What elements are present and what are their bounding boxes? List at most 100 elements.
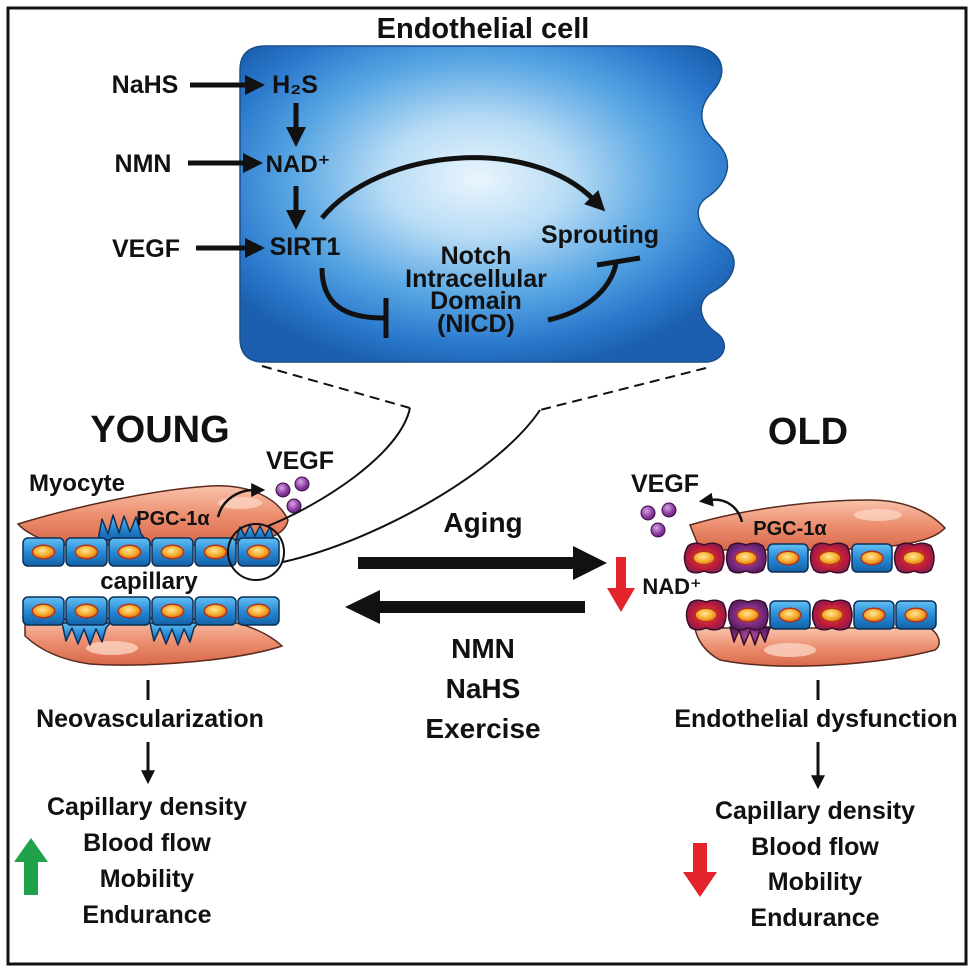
nucleus xyxy=(31,544,56,560)
myocyte-nucleus xyxy=(86,641,138,655)
vegf-molecule xyxy=(294,476,310,492)
old-vegf-label: VEGF xyxy=(631,470,699,498)
endothelial-cell xyxy=(65,537,108,567)
dysfunctional-endothelial-cell xyxy=(811,599,853,631)
dysfunctional-endothelial-cell xyxy=(685,599,727,631)
sirt1-label: SIRT1 xyxy=(270,233,341,261)
vascular-sprout xyxy=(235,524,275,541)
endothelial-cell xyxy=(237,537,280,567)
nucleus xyxy=(778,607,802,623)
myocyte-nucleus xyxy=(854,509,902,521)
endothelial-cell xyxy=(851,543,893,573)
endothelial-cell xyxy=(769,600,811,630)
endothelial-cell xyxy=(194,596,237,626)
nad-decrease-arrow-icon xyxy=(607,557,635,612)
nicd-line-2: Intracellular xyxy=(405,265,547,293)
reverse-label-nahs: NaHS xyxy=(446,673,521,704)
endothelial-cell xyxy=(853,600,895,630)
dysfunctional-endothelial-cell xyxy=(893,542,935,574)
old-outcome: Blood flow xyxy=(751,833,879,861)
old-pgc1a-label: PGC-1α xyxy=(753,518,827,540)
rejuvenation-arrow-icon xyxy=(345,590,585,624)
cell-title: Endothelial cell xyxy=(377,13,590,45)
sirt1-to-sprouting-arrow xyxy=(320,155,606,220)
capillary-top-row xyxy=(22,537,280,567)
young-outcome: Endurance xyxy=(82,901,211,929)
vascular-sprout xyxy=(61,622,111,646)
young-outcome: Capillary density xyxy=(47,793,247,821)
sirt1-inhibits-nicd-line xyxy=(319,267,385,321)
endothelial-cell xyxy=(895,600,937,630)
old-process-label: Endothelial dysfunction xyxy=(674,705,957,733)
nicd-line-4: (NICD) xyxy=(437,310,515,338)
young-outcomes: Neovascularization Capillary density Blo… xyxy=(14,680,264,929)
nucleus xyxy=(74,544,99,560)
myocyte-nucleus xyxy=(764,643,816,657)
endothelial-cell xyxy=(65,596,108,626)
zoom-connectors xyxy=(261,365,707,563)
nucleus xyxy=(860,550,884,566)
nucleus xyxy=(203,603,228,619)
capillary-bottom-row xyxy=(22,596,280,626)
young-outcome: Blood flow xyxy=(83,829,211,857)
vegf-input-label: VEGF xyxy=(112,235,180,263)
endothelial-cell xyxy=(151,596,194,626)
vegf-molecule xyxy=(275,482,291,498)
h2s-label: H₂S xyxy=(272,71,318,99)
nucleus xyxy=(160,544,185,560)
endothelial-cell xyxy=(22,596,65,626)
nucleus xyxy=(160,603,185,619)
nucleus xyxy=(734,550,758,566)
nucleus xyxy=(692,550,716,566)
nucleus xyxy=(776,550,800,566)
nucleus xyxy=(862,607,886,623)
sprouting-label: Sprouting xyxy=(541,221,659,249)
nicd-line-1: Notch xyxy=(441,242,512,270)
old-nad-label: NAD⁺ xyxy=(642,574,701,599)
arrow-up-icon xyxy=(14,838,48,895)
vascular-sprout xyxy=(97,514,147,541)
pgc1a-to-vegf-arrow xyxy=(216,483,266,518)
capillary-label: capillary xyxy=(100,568,198,595)
reverse-label-nmn: NMN xyxy=(451,633,515,664)
old-outcome: Mobility xyxy=(768,868,863,896)
capillary-bottom-row xyxy=(685,599,937,631)
endothelial-cell xyxy=(108,596,151,626)
endothelial-cell xyxy=(108,537,151,567)
nucleus xyxy=(904,607,928,623)
nucleus xyxy=(694,607,718,623)
nucleus xyxy=(31,603,56,619)
young-process-label: Neovascularization xyxy=(36,705,264,733)
nmn-input-label: NMN xyxy=(115,150,172,178)
nucleus xyxy=(203,544,228,560)
old-outcome: Capillary density xyxy=(715,797,915,825)
nahs-input-label: NaHS xyxy=(112,71,179,99)
vegf-molecule xyxy=(661,502,677,518)
old-outcome: Endurance xyxy=(750,904,879,932)
nucleus xyxy=(902,550,926,566)
pgc1a-to-vegf-arrow xyxy=(698,492,744,523)
dysfunctional-endothelial-cell xyxy=(725,542,767,574)
old-outcomes: Endothelial dysfunction Capillary densit… xyxy=(674,680,958,932)
nad-label: NAD⁺ xyxy=(266,151,331,178)
zoom-circle xyxy=(227,523,285,581)
nucleus xyxy=(117,544,142,560)
capillary-top-row xyxy=(683,542,935,574)
nucleus xyxy=(117,603,142,619)
dysfunctional-endothelial-cell xyxy=(683,542,725,574)
zoom-solid-line-right xyxy=(282,409,541,563)
myocyte-label: Myocyte xyxy=(29,470,125,497)
young-label: YOUNG xyxy=(90,409,229,451)
nicd-inhibits-sprouting-bar xyxy=(596,255,641,268)
vegf-molecule xyxy=(650,522,666,538)
vegf-molecule xyxy=(640,505,656,521)
vegf-molecules xyxy=(640,502,677,538)
endothelial-cell xyxy=(237,596,280,626)
young-outcome: Mobility xyxy=(100,865,195,893)
dysfunctional-endothelial-cell xyxy=(727,599,769,631)
endothelial-cell xyxy=(767,543,809,573)
nicd-line-3: Domain xyxy=(430,287,522,315)
aging-label: Aging xyxy=(443,507,522,538)
vegf-molecule xyxy=(286,498,302,514)
